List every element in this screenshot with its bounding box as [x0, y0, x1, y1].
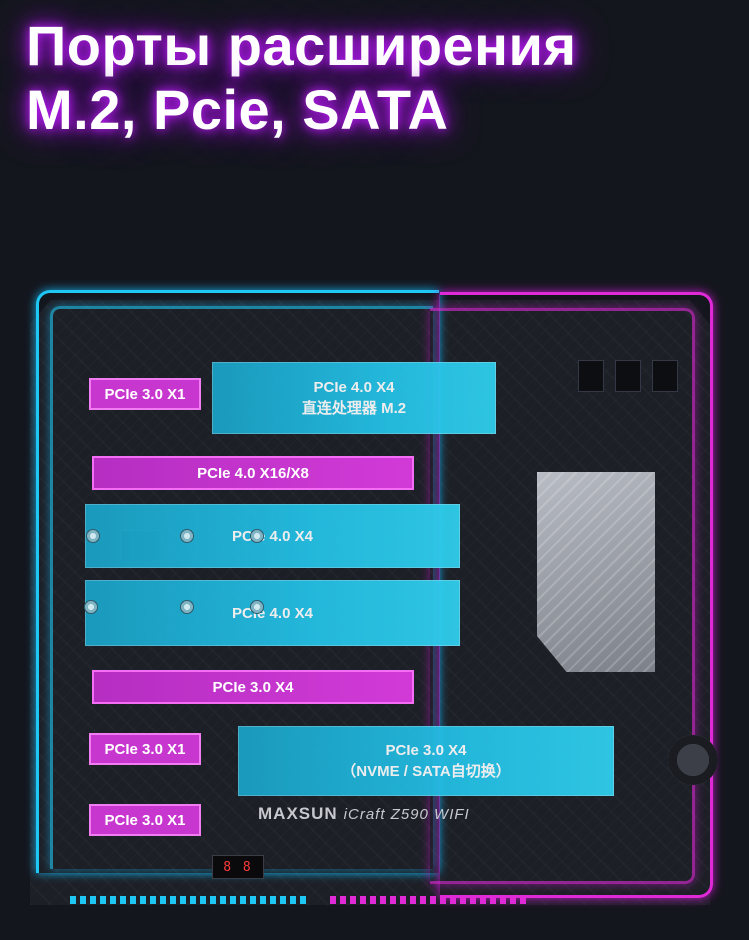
pcie-x1-tag-mid: PCIe 3.0 X1	[89, 733, 201, 765]
pcie-x1-tag-top: PCIe 3.0 X1	[89, 378, 201, 410]
page-title: Порты расширения M.2, Pcie, SATA	[26, 14, 736, 142]
m2-screw	[180, 529, 194, 543]
cyan-frame-inner	[50, 306, 433, 869]
brand-name: MAXSUN	[258, 804, 338, 823]
title-line-1: Порты расширения	[26, 14, 577, 77]
m2-screw	[180, 600, 194, 614]
pink-frame-inner	[430, 308, 695, 884]
m2-screw	[250, 600, 264, 614]
vrm-chip	[578, 360, 604, 392]
chipset-heatsink	[537, 472, 655, 672]
vrm-chip	[615, 360, 641, 392]
m2-slot-sata-sub: （NVME / SATA自切换）	[341, 763, 511, 780]
m2-slot-cpu: PCIe 4.0 X4 直连处理器 M.2	[212, 362, 496, 434]
m2-slot-third: PCIe 4.0 X4	[85, 580, 460, 646]
brand-model: iCraft Z590 WIFI	[343, 806, 470, 823]
m2-slot-cpu-label: PCIe 4.0 X4	[313, 379, 395, 396]
pcie-x4-slot: PCIe 3.0 X4	[92, 670, 414, 704]
m2-screw	[84, 600, 98, 614]
cyan-stripe-bar	[70, 896, 310, 904]
m2-slot-sata-label: PCIe 3.0 X4	[385, 742, 467, 759]
m2-slot-third-label: PCIe 4.0 X4	[232, 604, 313, 622]
pink-frame-outer	[440, 292, 713, 898]
m2-screw	[86, 529, 100, 543]
vrm-chip	[652, 360, 678, 392]
m2-slot-second: PCIe 4.0 X4	[85, 504, 460, 568]
m2-slot-second-label: PCIe 4.0 X4	[232, 527, 313, 545]
board-brand: MAXSUN iCraft Z590 WIFI	[258, 804, 470, 824]
m2-slot-cpu-sub: 直连处理器 M.2	[301, 400, 407, 417]
m2-screw	[250, 529, 264, 543]
title-line-2: M.2, Pcie, SATA	[26, 78, 449, 141]
cmos-battery	[668, 735, 718, 785]
pcie-x16-slot: PCIe 4.0 X16/X8	[92, 456, 414, 490]
cyan-frame-outer	[36, 290, 439, 873]
m2-slot-sata: PCIe 3.0 X4 （NVME / SATA自切换）	[238, 726, 614, 796]
pink-stripe-bar	[330, 896, 530, 904]
debug-led-display: 8 8	[212, 855, 264, 879]
pcie-x1-tag-bottom: PCIe 3.0 X1	[89, 804, 201, 836]
